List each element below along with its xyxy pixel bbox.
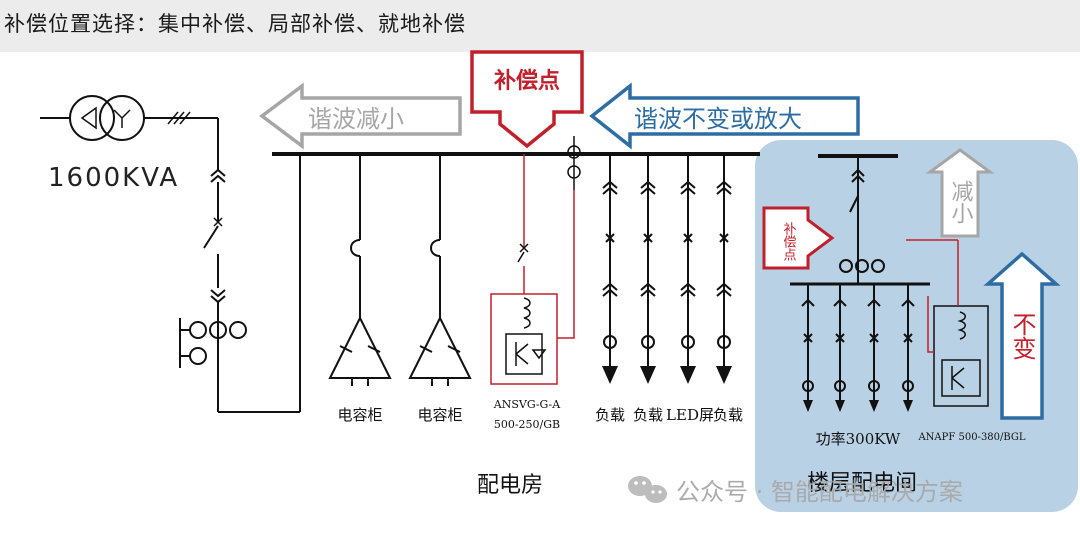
watermark-text: 公众号 · 智能配电解决方案	[676, 478, 963, 506]
harmonic-unchanged-arrow	[589, 82, 860, 150]
floor-load-arrowheads	[803, 400, 913, 412]
floor-room-panel	[755, 140, 1078, 512]
ansvg-rating-label: 500-250/GB	[494, 418, 560, 431]
header-bar: 补偿位置选择：集中补偿、局部补偿、就地补偿	[0, 0, 1080, 52]
floor-compensation-point-arrow	[762, 206, 835, 270]
load-branches	[602, 154, 732, 368]
watermark: 公众号 · 智能配电解决方案	[628, 476, 963, 506]
harmonic-reduced-arrow	[259, 82, 462, 150]
led-screen-label: LED屏	[666, 406, 714, 424]
load-label-2: 负载	[633, 406, 663, 424]
harmonic-reduced-label: 谐波减小	[308, 105, 404, 133]
floor-reduced-arrow	[925, 148, 995, 238]
floor-unchanged-arrow	[983, 251, 1061, 420]
compensation-point-label: 补偿点	[493, 68, 560, 94]
floor-compensation-point-label: 补偿点	[781, 222, 797, 261]
floor-reduced-label: 减小	[948, 180, 974, 224]
floor-unchanged-label: 不变	[1008, 312, 1036, 360]
floor-distribution-room-label: 楼层配电间	[807, 471, 917, 496]
transformer	[40, 95, 218, 141]
ansvg-model-label: ANSVG-G-A	[493, 398, 561, 411]
wechat-icon	[628, 476, 667, 503]
incoming-feeder	[179, 118, 301, 413]
transformer-rating: 1600KVA	[48, 163, 179, 193]
floor-load-power-label: 功率300KW	[816, 430, 901, 448]
capacitor-cabinet-2-symbol	[408, 154, 472, 386]
capacitor-cabinet-1-label: 电容柜	[337, 406, 382, 424]
capacitor-cabinet-1-symbol	[328, 154, 392, 386]
compensation-point-arrow	[470, 50, 584, 149]
load-label-1: 负载	[595, 406, 625, 424]
capacitor-cabinet-2-label: 电容柜	[417, 406, 462, 424]
floor-circuit	[790, 154, 930, 402]
distribution-room-label: 配电房	[477, 473, 543, 498]
floor-apf-model-label: ANAPF 500-380/BGL	[917, 432, 1025, 443]
floor-apf-unit	[906, 239, 989, 407]
load-arrowheads	[602, 366, 732, 384]
ansvg-branch	[490, 136, 581, 385]
harmonic-unchanged-label: 谐波不变或放大	[634, 105, 802, 133]
load-label-3: 负载	[713, 406, 743, 424]
page-title: 补偿位置选择：集中补偿、局部补偿、就地补偿	[4, 12, 466, 36]
